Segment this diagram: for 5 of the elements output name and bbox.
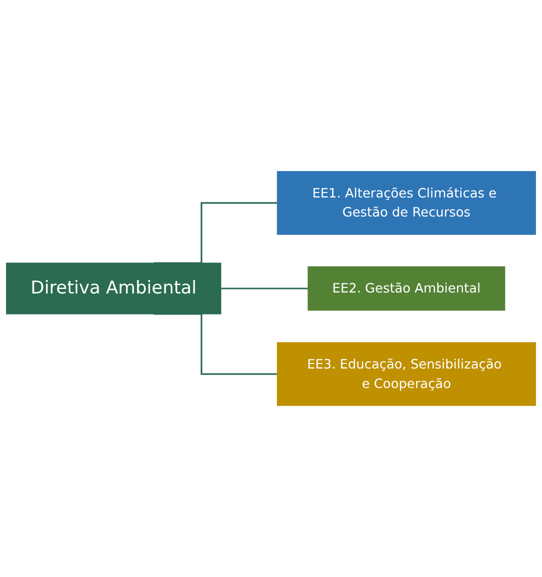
node-box: Diretiva Ambiental [6,262,222,314]
connector [220,288,308,290]
node-box: EE1. Alterações Climáticas e Gestão de Recursos [276,171,536,235]
node-box: EE2. Gestão Ambiental [308,266,506,311]
node-box: EE3. Educação, Sensibilização e Cooperação [276,342,536,406]
